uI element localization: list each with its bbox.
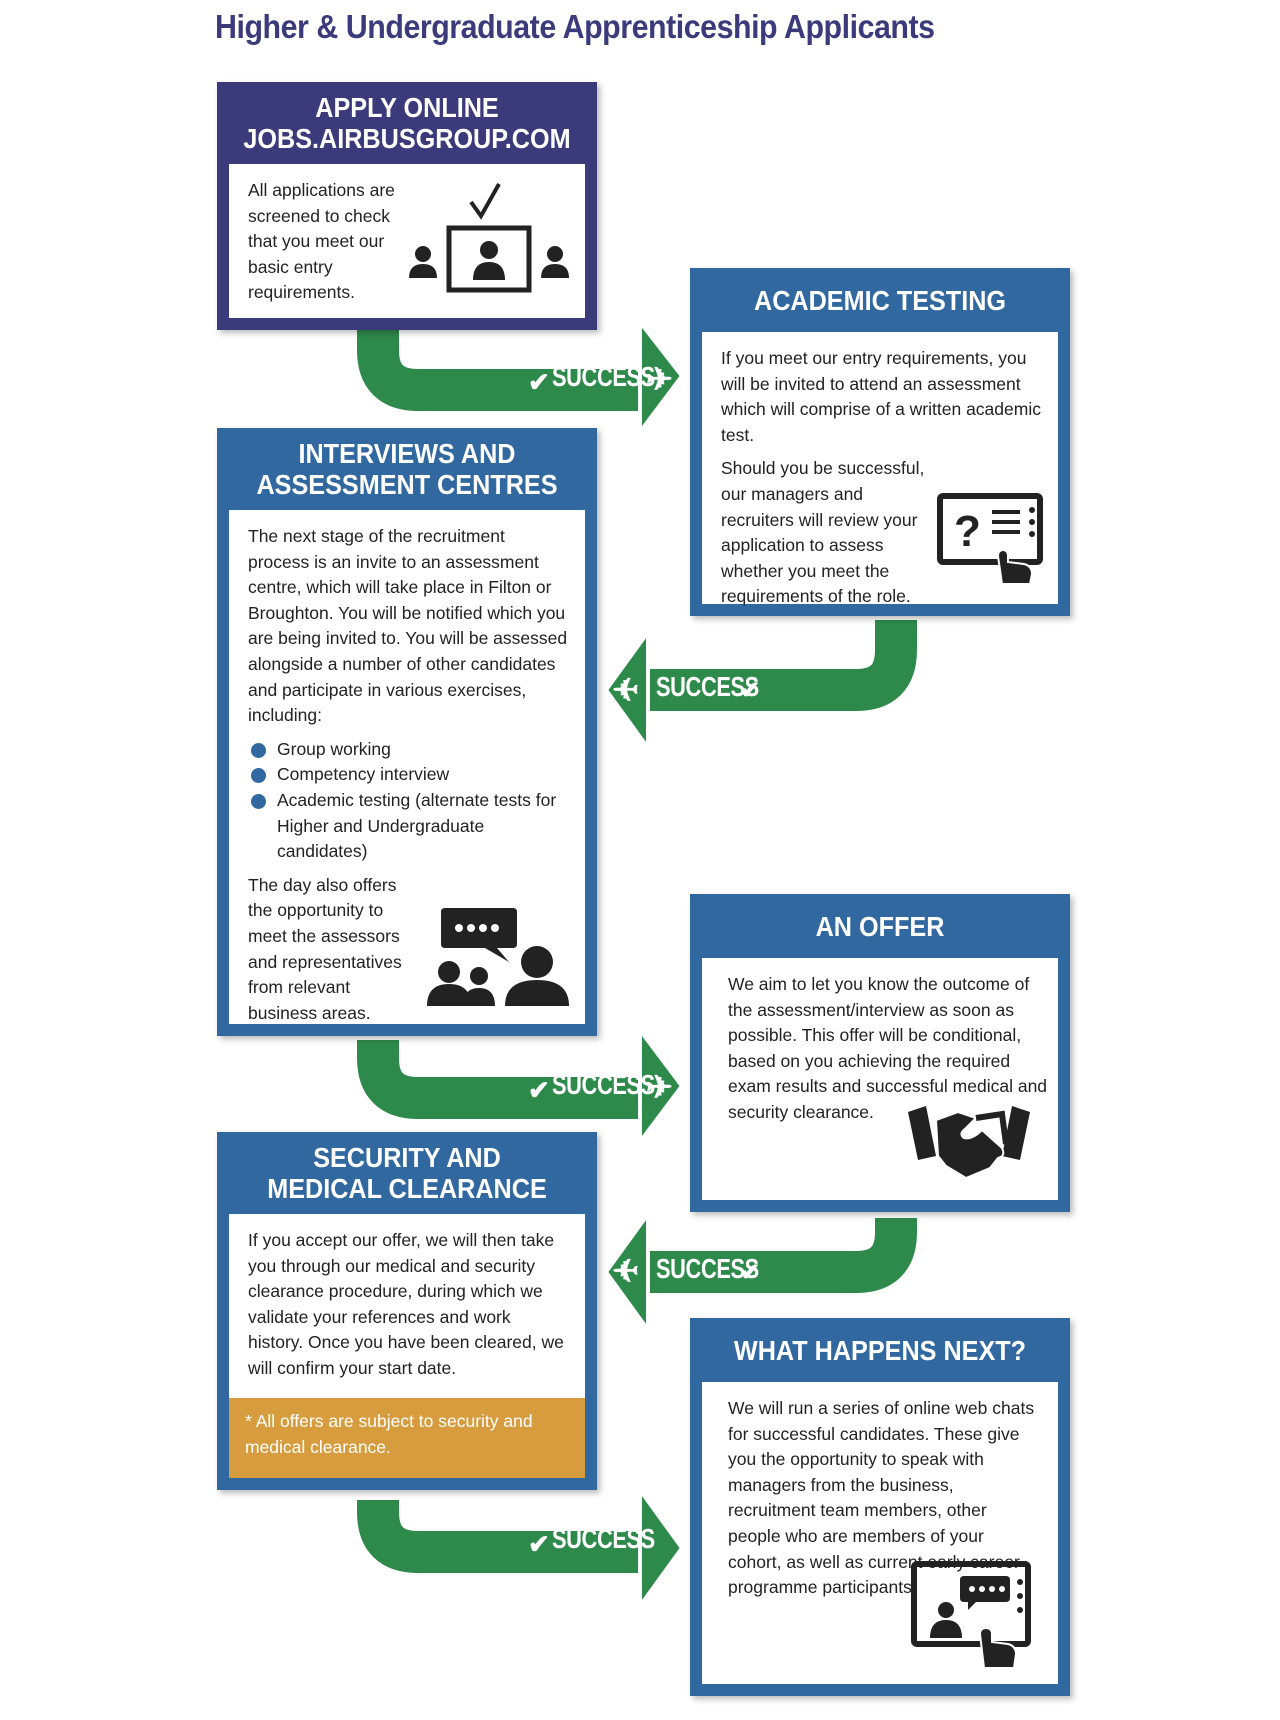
svg-text:?: ? xyxy=(954,507,981,556)
list-item: Competency interview xyxy=(248,762,569,788)
check-icon: ✔ xyxy=(528,1529,550,1559)
success-arrow-1 xyxy=(353,316,685,438)
list-item: Group working xyxy=(248,737,569,763)
what-happens-next-body: We will run a series of online web chats… xyxy=(702,1382,1058,1684)
academic-testing-text-2: Should you be successful, our managers a… xyxy=(721,458,925,607)
academic-testing-title: ACADEMIC TESTING xyxy=(754,284,1006,316)
success-arrow-4 xyxy=(603,1207,921,1337)
security-clearance-text: If you accept our offer, we will then ta… xyxy=(248,1230,564,1378)
page-title: Higher & Undergraduate Apprenticeship Ap… xyxy=(215,8,935,45)
list-item: Academic testing (alternate tests for Hi… xyxy=(248,788,569,865)
offer-title: AN OFFER xyxy=(815,910,945,942)
what-happens-next-step: WHAT HAPPENS NEXT? We will run a series … xyxy=(690,1318,1070,1696)
check-icon: ✔ xyxy=(528,1075,550,1105)
success-arrow-2 xyxy=(603,620,921,755)
what-happens-next-text: We will run a series of online web chats… xyxy=(728,1398,1035,1598)
offer-body: We aim to let you know the outcome of th… xyxy=(702,958,1058,1200)
plane-icon: ✈ xyxy=(646,361,673,397)
academic-testing-body: If you meet our entry requirements, you … xyxy=(702,332,1058,606)
plane-icon: ✈ xyxy=(612,672,639,708)
bullet-icon xyxy=(251,793,266,809)
test-touchscreen-icon: ? xyxy=(937,493,1043,585)
interviews-text-2: The day also offers the opportunity to m… xyxy=(248,874,402,1023)
bullet-icon xyxy=(251,768,266,784)
academic-testing-text-1: If you meet our entry requirements, you … xyxy=(721,348,1041,445)
success-arrow-5 xyxy=(353,1483,685,1613)
group-chat-icon xyxy=(427,908,569,1006)
bullet-icon xyxy=(251,742,266,758)
interviews-text-1: The next stage of the recruitment proces… xyxy=(248,526,568,726)
handshake-icon xyxy=(908,1106,1030,1180)
check-icon: ✔ xyxy=(740,677,761,704)
offer-step: AN OFFER We aim to let you know the outc… xyxy=(690,894,1070,1212)
interviews-title: INTERVIEWS AND ASSESSMENT CENTRES xyxy=(256,438,558,500)
interviews-step: INTERVIEWS AND ASSESSMENT CENTRES The ne… xyxy=(217,428,597,1036)
apply-online-title: APPLY ONLINE JOBS.AIRBUSGROUP.COM xyxy=(243,92,571,154)
success-arrow-3 xyxy=(353,1024,685,1148)
screening-check-icon xyxy=(409,183,569,293)
interviews-body: The next stage of the recruitment proces… xyxy=(229,510,585,1024)
security-clearance-step: SECURITY AND MEDICAL CLEARANCE If you ac… xyxy=(217,1132,597,1490)
plane-icon: ✈ xyxy=(646,1069,673,1105)
plane-icon: ✈ xyxy=(612,1253,639,1289)
academic-testing-step: ACADEMIC TESTING If you meet our entry r… xyxy=(690,268,1070,616)
web-chat-screen-icon xyxy=(911,1561,1031,1669)
security-clearance-title: SECURITY AND MEDICAL CLEARANCE xyxy=(267,1142,547,1204)
check-icon: ✔ xyxy=(740,1259,761,1286)
apply-online-step: APPLY ONLINE JOBS.AIRBUSGROUP.COM All ap… xyxy=(217,82,597,330)
clearance-note: * All offers are subject to security and… xyxy=(229,1398,585,1478)
check-icon: ✔ xyxy=(528,367,550,397)
apply-online-body: All applications are screened to check t… xyxy=(229,164,585,318)
security-clearance-body: If you accept our offer, we will then ta… xyxy=(229,1214,585,1398)
offer-text: We aim to let you know the outcome of th… xyxy=(728,974,1048,1122)
apply-online-text: All applications are screened to check t… xyxy=(248,180,395,303)
what-happens-next-title: WHAT HAPPENS NEXT? xyxy=(733,1334,1027,1366)
exercise-list: Group working Competency interview Acade… xyxy=(248,737,569,865)
